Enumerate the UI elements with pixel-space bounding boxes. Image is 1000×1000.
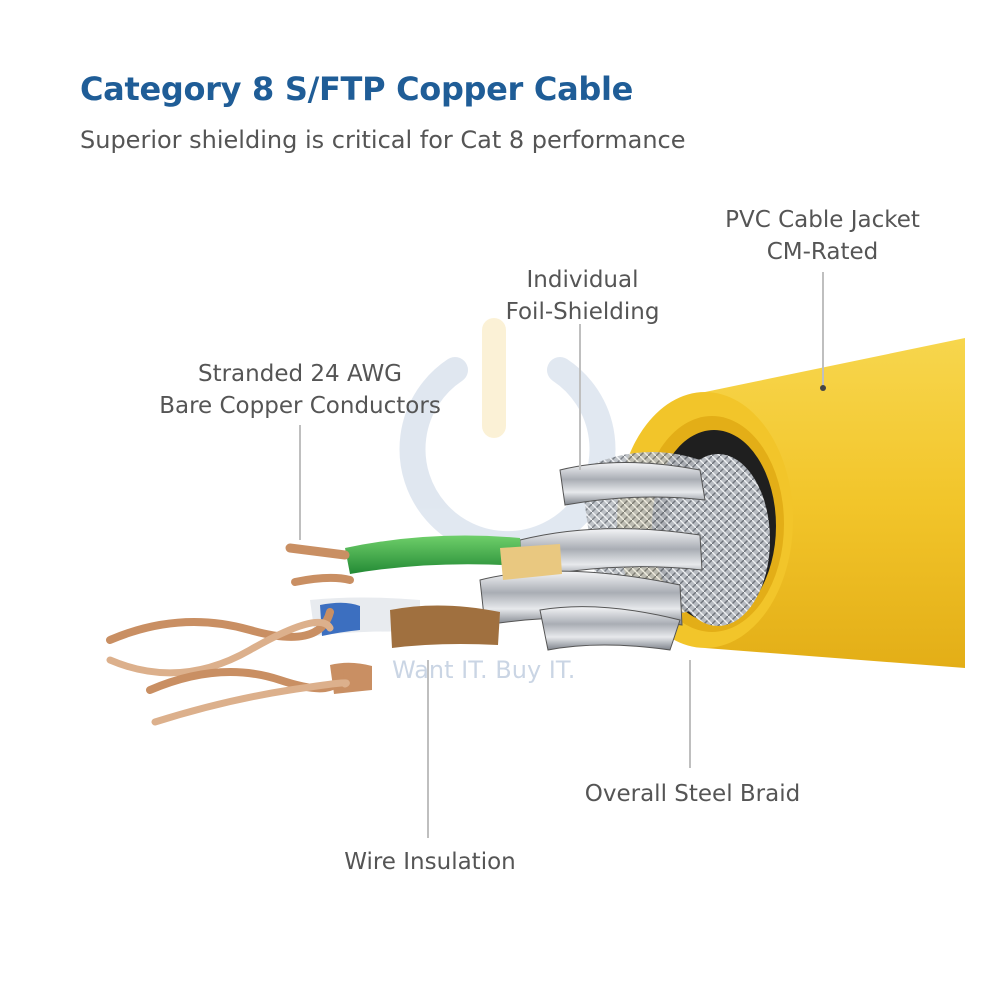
callout-overall-steel-braid: Overall Steel Braid [570, 778, 815, 810]
callout-line: CM-Rated [766, 239, 879, 265]
power-icon [399, 318, 616, 558]
callout-line: Foil-Shielding [505, 299, 660, 325]
page-title: Category 8 S/FTP Copper Cable [80, 70, 634, 108]
copper-conductors [106, 543, 354, 726]
page-subtitle: Superior shielding is critical for Cat 8… [80, 126, 686, 154]
callout-line: Individual [526, 267, 639, 293]
callout-line: Stranded 24 AWG [197, 361, 403, 387]
callout-leader-lines [299, 272, 826, 838]
callout-pvc-cable-jacket: PVC Cable Jacket CM-Rated [700, 204, 945, 268]
callout-line: Wire Insulation [344, 849, 516, 875]
callout-individual-foil-shielding: Individual Foil-Shielding [485, 264, 680, 328]
callout-line: Bare Copper Conductors [159, 393, 441, 419]
callout-wire-insulation: Wire Insulation [330, 846, 530, 878]
watermark-tagline: Want IT. Buy IT. [392, 656, 576, 684]
wire-insulation-wires [310, 535, 562, 694]
foil-shielded-pairs [479, 462, 706, 651]
callout-line: Overall Steel Braid [584, 781, 801, 807]
callout-line: PVC Cable Jacket [725, 207, 920, 233]
callout-copper-conductors: Stranded 24 AWG Bare Copper Conductors [145, 358, 455, 422]
